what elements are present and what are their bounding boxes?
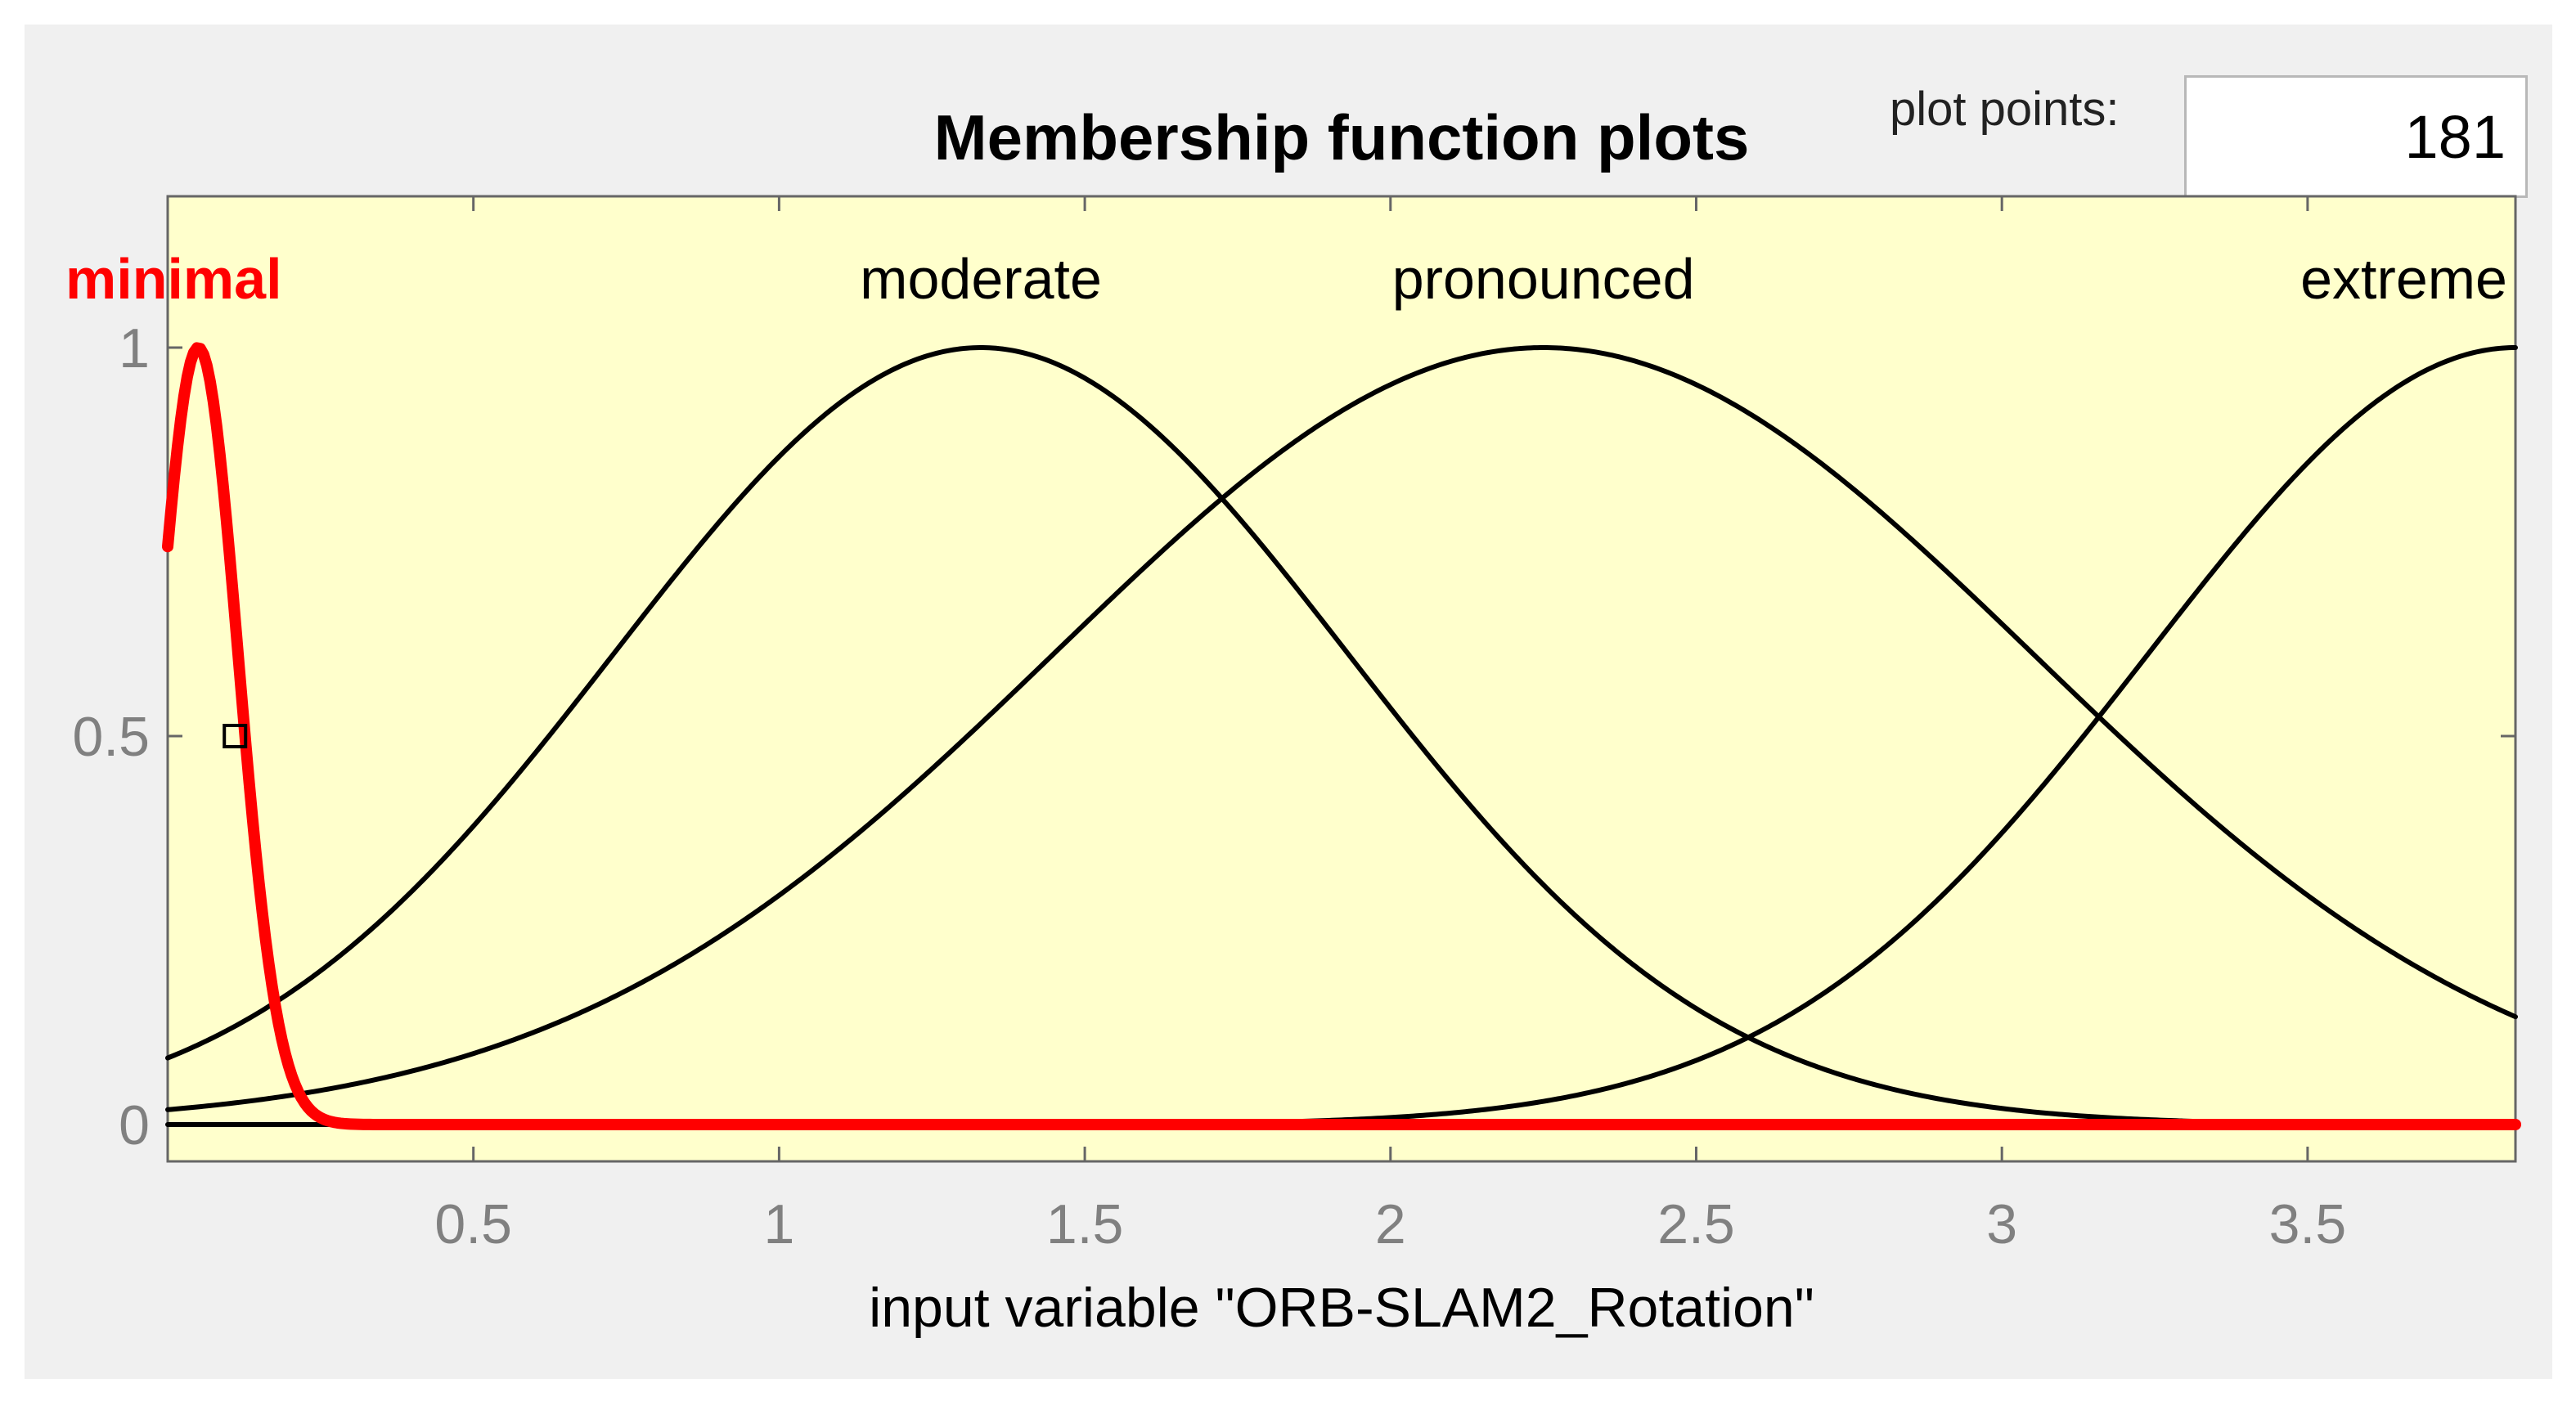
series-label-extreme[interactable]: extreme	[2300, 247, 2507, 311]
x-tick-label: 1.5	[1046, 1193, 1124, 1255]
x-axis-label: input variable "ORB-SLAM2_Rotation"	[869, 1277, 1814, 1339]
series-label-pronounced[interactable]: pronounced	[1392, 247, 1695, 311]
x-tick-label: 3.5	[2269, 1193, 2347, 1255]
series-line-moderate[interactable]	[165, 345, 2518, 1127]
plot-points-input[interactable]	[2184, 75, 2528, 198]
series-label-minimal[interactable]: minimal	[65, 247, 282, 311]
marker-layer	[223, 724, 248, 748]
y-tick-label: 1	[119, 317, 150, 379]
series-line-pronounced[interactable]	[165, 345, 2518, 1112]
series-labels-layer: minimal moderate pronounced extreme	[65, 247, 2507, 311]
x-tick-label: 1	[763, 1193, 794, 1255]
y-tick-label: 0	[119, 1094, 150, 1156]
tick-layer: 0.5 1 1.5 2 2.5 3 3.5 0 0.5 1	[72, 196, 2515, 1255]
series-label-moderate[interactable]: moderate	[860, 247, 1102, 311]
plot-area[interactable]	[166, 195, 2517, 1163]
mf-point-marker[interactable]	[223, 724, 248, 748]
x-tick-label: 0.5	[434, 1193, 512, 1255]
x-tick-label: 3	[1986, 1193, 2017, 1255]
chart-title: Membership function plots	[934, 101, 1750, 173]
curves-layer	[162, 342, 2521, 1130]
x-tick-label: 2	[1375, 1193, 1406, 1255]
series-line-minimal[interactable]	[162, 342, 2521, 1130]
x-tick-label: 2.5	[1657, 1193, 1735, 1255]
y-tick-label: 0.5	[72, 706, 150, 768]
plot-points-label: plot points:	[1890, 83, 2120, 136]
